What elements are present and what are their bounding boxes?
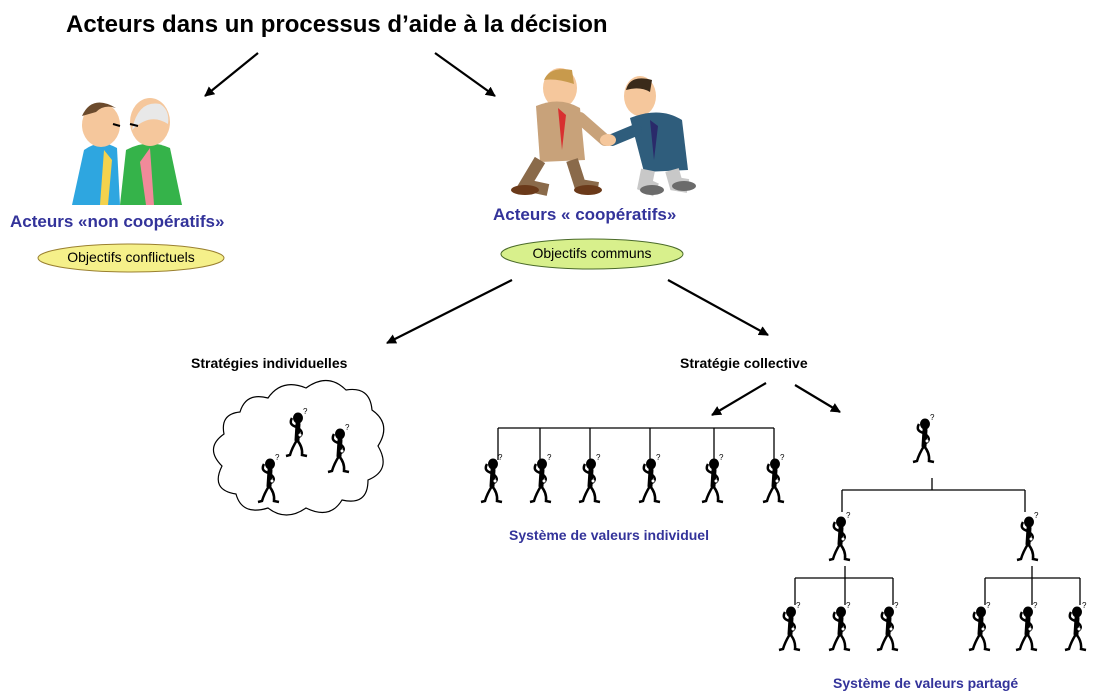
page-title: Acteurs dans un processus d’aide à la dé… [66, 11, 608, 38]
objective-conflictual-text: Objectifs conflictuels [67, 249, 195, 265]
handshake-icon [511, 68, 696, 197]
thinking-person-icon [639, 453, 661, 502]
thinking-person-icon [530, 453, 552, 502]
thinking-person-icon [579, 453, 601, 502]
objective-common-text: Objectifs communs [532, 245, 652, 261]
individual-values-label: Système de valeurs individuel [509, 527, 709, 543]
shared-values-label: Système de valeurs partagé [833, 675, 1019, 691]
flat-group-connector [497, 427, 775, 460]
thinking-person-icon [829, 511, 851, 560]
thinking-person-icon [1017, 511, 1039, 560]
thinking-person-icon [1016, 601, 1038, 650]
arrow-to-hierarchy [794, 384, 841, 413]
objective-conflictual-ellipse [37, 243, 225, 273]
thought-cloud-icon [212, 379, 385, 516]
thinking-person-icon [913, 413, 935, 462]
non-cooperative-label: Acteurs «non coopératifs» [10, 212, 225, 231]
thinking-person-icon [481, 453, 503, 502]
thinking-person-icon [877, 601, 899, 650]
individual-strategies-label: Stratégies individuelles [191, 355, 348, 371]
arrow-to-individual [386, 279, 513, 344]
cooperative-label: Acteurs « coopératifs» [493, 205, 677, 224]
arrow-to-coop [434, 52, 496, 97]
hierarchy-connector [794, 478, 1081, 605]
thinking-person-icon [779, 601, 801, 650]
thinking-person-icon [829, 601, 851, 650]
collective-strategy-label: Stratégie collective [680, 355, 808, 371]
arrow-to-flat-group [711, 382, 767, 416]
objective-common-ellipse [500, 238, 684, 270]
thinking-person-icon [969, 601, 991, 650]
arrow-to-collective [667, 279, 769, 336]
arrow-to-noncoop [204, 52, 259, 97]
arguing-men-icon [72, 98, 182, 205]
thinking-person-icon [1065, 601, 1087, 650]
thinking-person-icon [763, 453, 785, 502]
thinking-person-icon [702, 453, 724, 502]
